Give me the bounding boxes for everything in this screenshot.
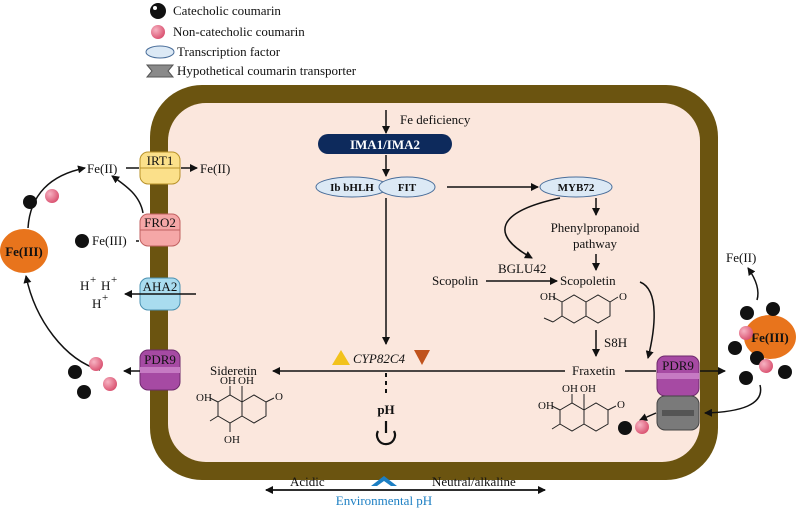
irt1-label: IRT1 [147,153,174,168]
fe-deficiency-label: Fe deficiency [400,112,471,127]
ima-box [318,134,452,154]
hypothetical-transporter [656,395,700,431]
fraxetin-oh-2: OH [580,383,596,395]
catecholic-coumarin-icon [618,421,632,435]
legend-transporter-label: Hypothetical coumarin transporter [177,63,357,78]
chevron-up-icon [371,476,397,486]
fraxetin-oh-3: OH [538,400,554,412]
catecholic-coumarin-icon [150,3,166,19]
fit-label: FIT [398,182,417,194]
ib-bhlh-label: Ib bHLH [330,182,374,194]
sideretin-oh-4: OH [224,434,240,446]
fro2-label: FRO2 [144,215,176,230]
sideretin-oh-1: OH [220,375,236,387]
non-catecholic-coumarin-icon [103,377,117,391]
legend: Catecholic coumarin Non-catecholic couma… [145,3,357,78]
scopoletin-oh: OH [540,291,556,303]
catecholic-coumarin-icon [766,302,780,316]
sideretin-label: Sideretin [210,363,257,378]
h-top-plus: + [90,274,96,286]
pdr9-left-label: PDR9 [144,352,176,367]
non-catecholic-coumarin-icon [635,420,649,434]
fraxetin-structure [551,394,617,432]
fe3-left-blob [0,229,48,273]
transporter-legend-icon [145,64,175,78]
catecholic-coumarin-icon [739,371,753,385]
h-bottom-plus: + [102,292,108,304]
fe3-left-label: Fe(III) [5,244,43,259]
h-top2-plus: + [111,274,117,286]
catecholic-coumarin-icon [750,351,764,365]
ph-label: pH [377,402,394,417]
fraxetin-o: O [617,399,625,411]
catecholic-coumarin-icon [740,306,754,320]
sideretin-oh-3: OH [196,392,212,404]
yellow-triangle-icon [332,350,350,365]
fe3-right-label: Fe(III) [751,330,789,345]
brown-triangle-icon [414,350,430,365]
myb72-tf [539,176,613,198]
catecholic-coumarin-icon [77,385,91,399]
phenylpropanoid-label-1: Phenylpropanoid [551,220,640,235]
h-top2-label: H [101,278,110,293]
catecholic-coumarin-icon [75,234,89,248]
pdr9-right-transporter [656,355,700,397]
fro2-enzyme [139,213,181,247]
non-catecholic-coumarin-icon [89,357,103,371]
non-catecholic-coumarin-icon [45,189,59,203]
neutral-alkaline-label: Neutral/alkaline [432,474,516,489]
fe2-left-label: Fe(II) [87,161,117,176]
h-bottom-label: H [92,296,101,311]
legend-non-catecholic-label: Non-catecholic coumarin [173,24,305,39]
phenylpropanoid-label-2: pathway [573,236,618,251]
fe3-near-fro2-label: Fe(III) [92,233,127,248]
ima-label: IMA1/IMA2 [350,137,420,152]
bglu42-label: BGLU42 [498,261,546,276]
cyp82c4-label: CYP82C4 [353,351,406,366]
fraxetin-oh-1: OH [562,383,578,395]
pdr9-left-transporter [139,349,181,391]
sideretin-o: O [275,391,283,403]
transcription-factor-icon [145,45,175,59]
catecholic-coumarin-icon [778,365,792,379]
scopolin-label: Scopolin [432,273,479,288]
scopoletin-o: O [619,291,627,303]
non-catecholic-coumarin-icon [151,25,165,39]
fe2-inside-label: Fe(II) [200,161,230,176]
fraxetin-label: Fraxetin [572,363,616,378]
power-icon [375,421,397,446]
catecholic-coumarin-icon [23,195,37,209]
scopoletin-structure [543,294,619,324]
fit-tf [378,176,436,198]
myb72-label: MYB72 [558,182,595,194]
acidic-label: Acidic [290,474,325,489]
sideretin-oh-2: OH [238,375,254,387]
legend-transcription-factor-label: Transcription factor [177,44,281,59]
catecholic-coumarin-icon [728,341,742,355]
catecholic-coumarin-icon [68,365,82,379]
scopoletin-label: Scopoletin [560,273,616,288]
fe3-right-blob [744,315,796,359]
sideretin-structure [209,386,275,432]
aha2-label: AHA2 [143,279,178,294]
h-top-label: H [80,278,89,293]
s8h-label: S8H [604,335,627,350]
fe2-right-label: Fe(II) [726,250,756,265]
non-catecholic-coumarin-icon [739,326,753,340]
irt1-transporter [139,151,181,185]
pdr9-right-label: PDR9 [662,358,694,373]
legend-catecholic-label: Catecholic coumarin [173,3,281,18]
non-catecholic-coumarin-icon [759,359,773,373]
environmental-ph-label: Environmental pH [336,493,432,508]
